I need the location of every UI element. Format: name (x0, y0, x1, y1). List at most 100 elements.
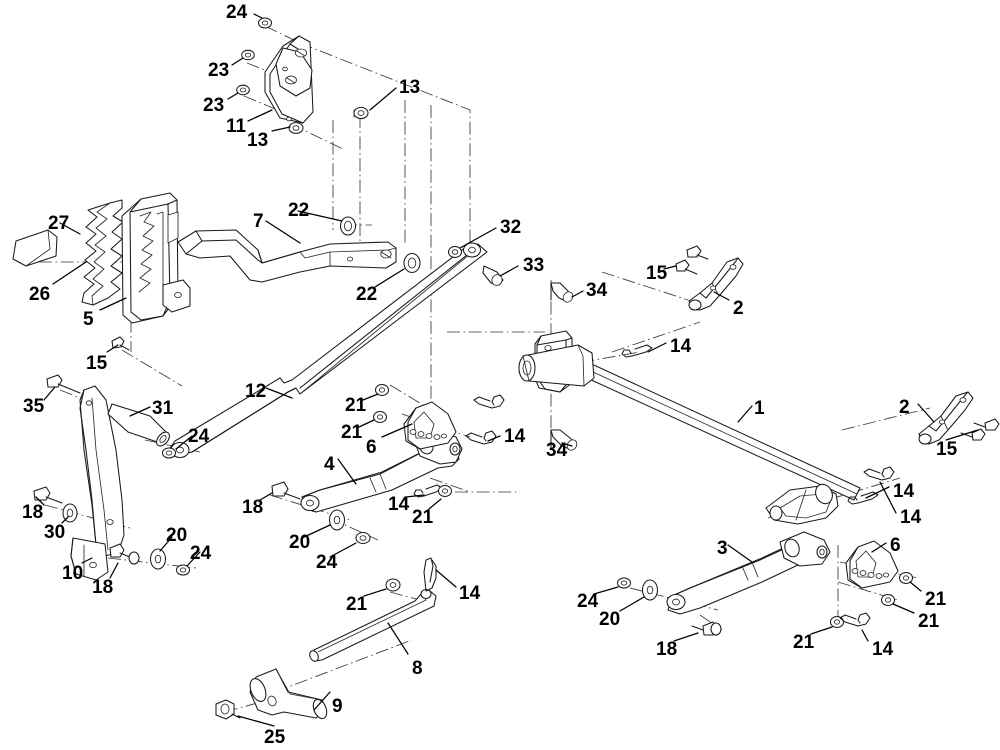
part-20-washer-left (149, 548, 167, 570)
part-21-washer-left-a (374, 383, 390, 397)
part-11-mounting-plate (264, 35, 314, 124)
part-14-hairpin-left-a (465, 430, 497, 445)
callout-number: 15 (646, 263, 668, 284)
callout-number: 23 (208, 60, 230, 81)
part-27-handle-grip (12, 229, 58, 267)
callout-number: 34 (546, 440, 568, 461)
part-2-bracket-lower-right (918, 391, 974, 445)
part-15-bolt-upper-b (675, 259, 698, 275)
part-15-bolt-lower-b (960, 428, 986, 441)
part-18-bolt-left-upper (33, 486, 63, 504)
part-35-pivot-bolt (46, 374, 81, 394)
part-18-bolt-mid (271, 481, 301, 500)
callout-number: 6 (366, 437, 377, 458)
center-lines (30, 25, 931, 713)
part-14-hairpin-center (621, 344, 653, 358)
part-31-roller-sleeve (107, 403, 170, 447)
callout-number: 6 (890, 535, 901, 556)
part-30-washer (62, 503, 78, 523)
callout-number: 14 (893, 481, 915, 502)
callout-number: 18 (92, 577, 114, 598)
part-14-hairpin-center-left (473, 394, 505, 409)
part-15-bolt-lower-a (973, 418, 1000, 431)
part-33-clevis-pin-short (482, 265, 504, 286)
part-6-triangular-plate-right (845, 540, 899, 589)
callout-number: 30 (44, 522, 66, 543)
callout-number: 14 (459, 583, 481, 604)
part-21-washer-right-a (898, 571, 914, 585)
part-8-adjuster-rod (309, 588, 437, 662)
part-18-bolt-right (691, 621, 722, 636)
callout-number: 20 (599, 609, 621, 630)
callout-number: 25 (264, 727, 286, 748)
callout-number: 18 (22, 502, 44, 523)
callout-number: 3 (717, 538, 728, 559)
callout-number: 32 (500, 217, 522, 238)
callout-number: 22 (288, 200, 310, 221)
part-24-nut-left-arm (161, 447, 177, 459)
part-21-washer-right-b (880, 593, 896, 607)
callout-number: 15 (86, 353, 108, 374)
callout-number: 14 (504, 426, 526, 447)
callout-number: 21 (918, 611, 940, 632)
callout-number: 24 (577, 591, 599, 612)
callout-number: 11 (226, 116, 247, 137)
callout-number: 22 (356, 284, 378, 305)
callout-number: 18 (656, 639, 678, 660)
part-15-bolt-pedal (111, 336, 130, 351)
part-25-hex-nut (215, 699, 241, 720)
callout-number: 21 (346, 594, 368, 615)
part-21-washer-left-b (372, 410, 388, 424)
callout-number: 26 (29, 284, 51, 305)
callout-number: 20 (166, 525, 188, 546)
part-18-bolt-left-lower (109, 543, 140, 565)
callout-number: 21 (412, 507, 434, 528)
callout-number: 21 (345, 395, 367, 416)
leader-lines (35, 13, 979, 727)
part-26-pedal-grip-strip (81, 199, 124, 306)
part-13-bushing-right (353, 106, 369, 120)
part-24-nut-mid (355, 531, 371, 545)
part-12-long-control-link (169, 242, 488, 459)
part-20-washer-right (641, 579, 659, 601)
part-6-triangular-plate-left (403, 401, 457, 450)
part-9-rod-sleeve (249, 668, 328, 720)
part-23-locknut-upper (241, 49, 255, 61)
callout-number: 14 (670, 336, 692, 357)
part-15-bolt-upper-a (686, 245, 709, 260)
callout-number: 2 (899, 397, 910, 418)
part-22-shim-upper (339, 216, 357, 236)
callout-number: 7 (253, 211, 264, 232)
part-34-clevis-pin-upper (550, 282, 574, 303)
callout-number: 33 (523, 255, 545, 276)
callout-number: 10 (62, 563, 84, 584)
callout-number: 18 (242, 497, 264, 518)
part-24-nut-left-base (175, 564, 191, 576)
part-7-pedal-control-lever (177, 229, 397, 283)
callout-number: 14 (388, 494, 410, 515)
part-32-pivot-washer (447, 245, 463, 259)
callout-number: 12 (245, 381, 267, 402)
part-21-washer-right-c (829, 615, 845, 629)
part-13-bushing-left (288, 122, 304, 134)
part-20-washer-mid (328, 509, 346, 531)
center-hub-assembly (518, 330, 595, 393)
part-22-shim-lower (403, 252, 421, 274)
part-14-hairpin-right-a (847, 491, 879, 505)
callout-number: 14 (900, 507, 922, 528)
callout-number: 27 (48, 213, 70, 234)
callout-number: 31 (152, 398, 174, 419)
callout-number: 24 (190, 543, 212, 564)
callout-number: 15 (936, 439, 958, 460)
right-loop-link (765, 483, 839, 525)
callout-number: 35 (23, 396, 45, 417)
part-14-hairpin-right-c (839, 612, 871, 627)
callout-number: 23 (203, 95, 225, 116)
callout-number: 14 (872, 639, 894, 660)
callout-number: 20 (289, 532, 311, 553)
callout-number: 9 (332, 696, 343, 717)
callout-number: 34 (586, 280, 608, 301)
callout-number: 24 (226, 2, 248, 23)
part-2-bracket-upper-right (688, 257, 744, 311)
